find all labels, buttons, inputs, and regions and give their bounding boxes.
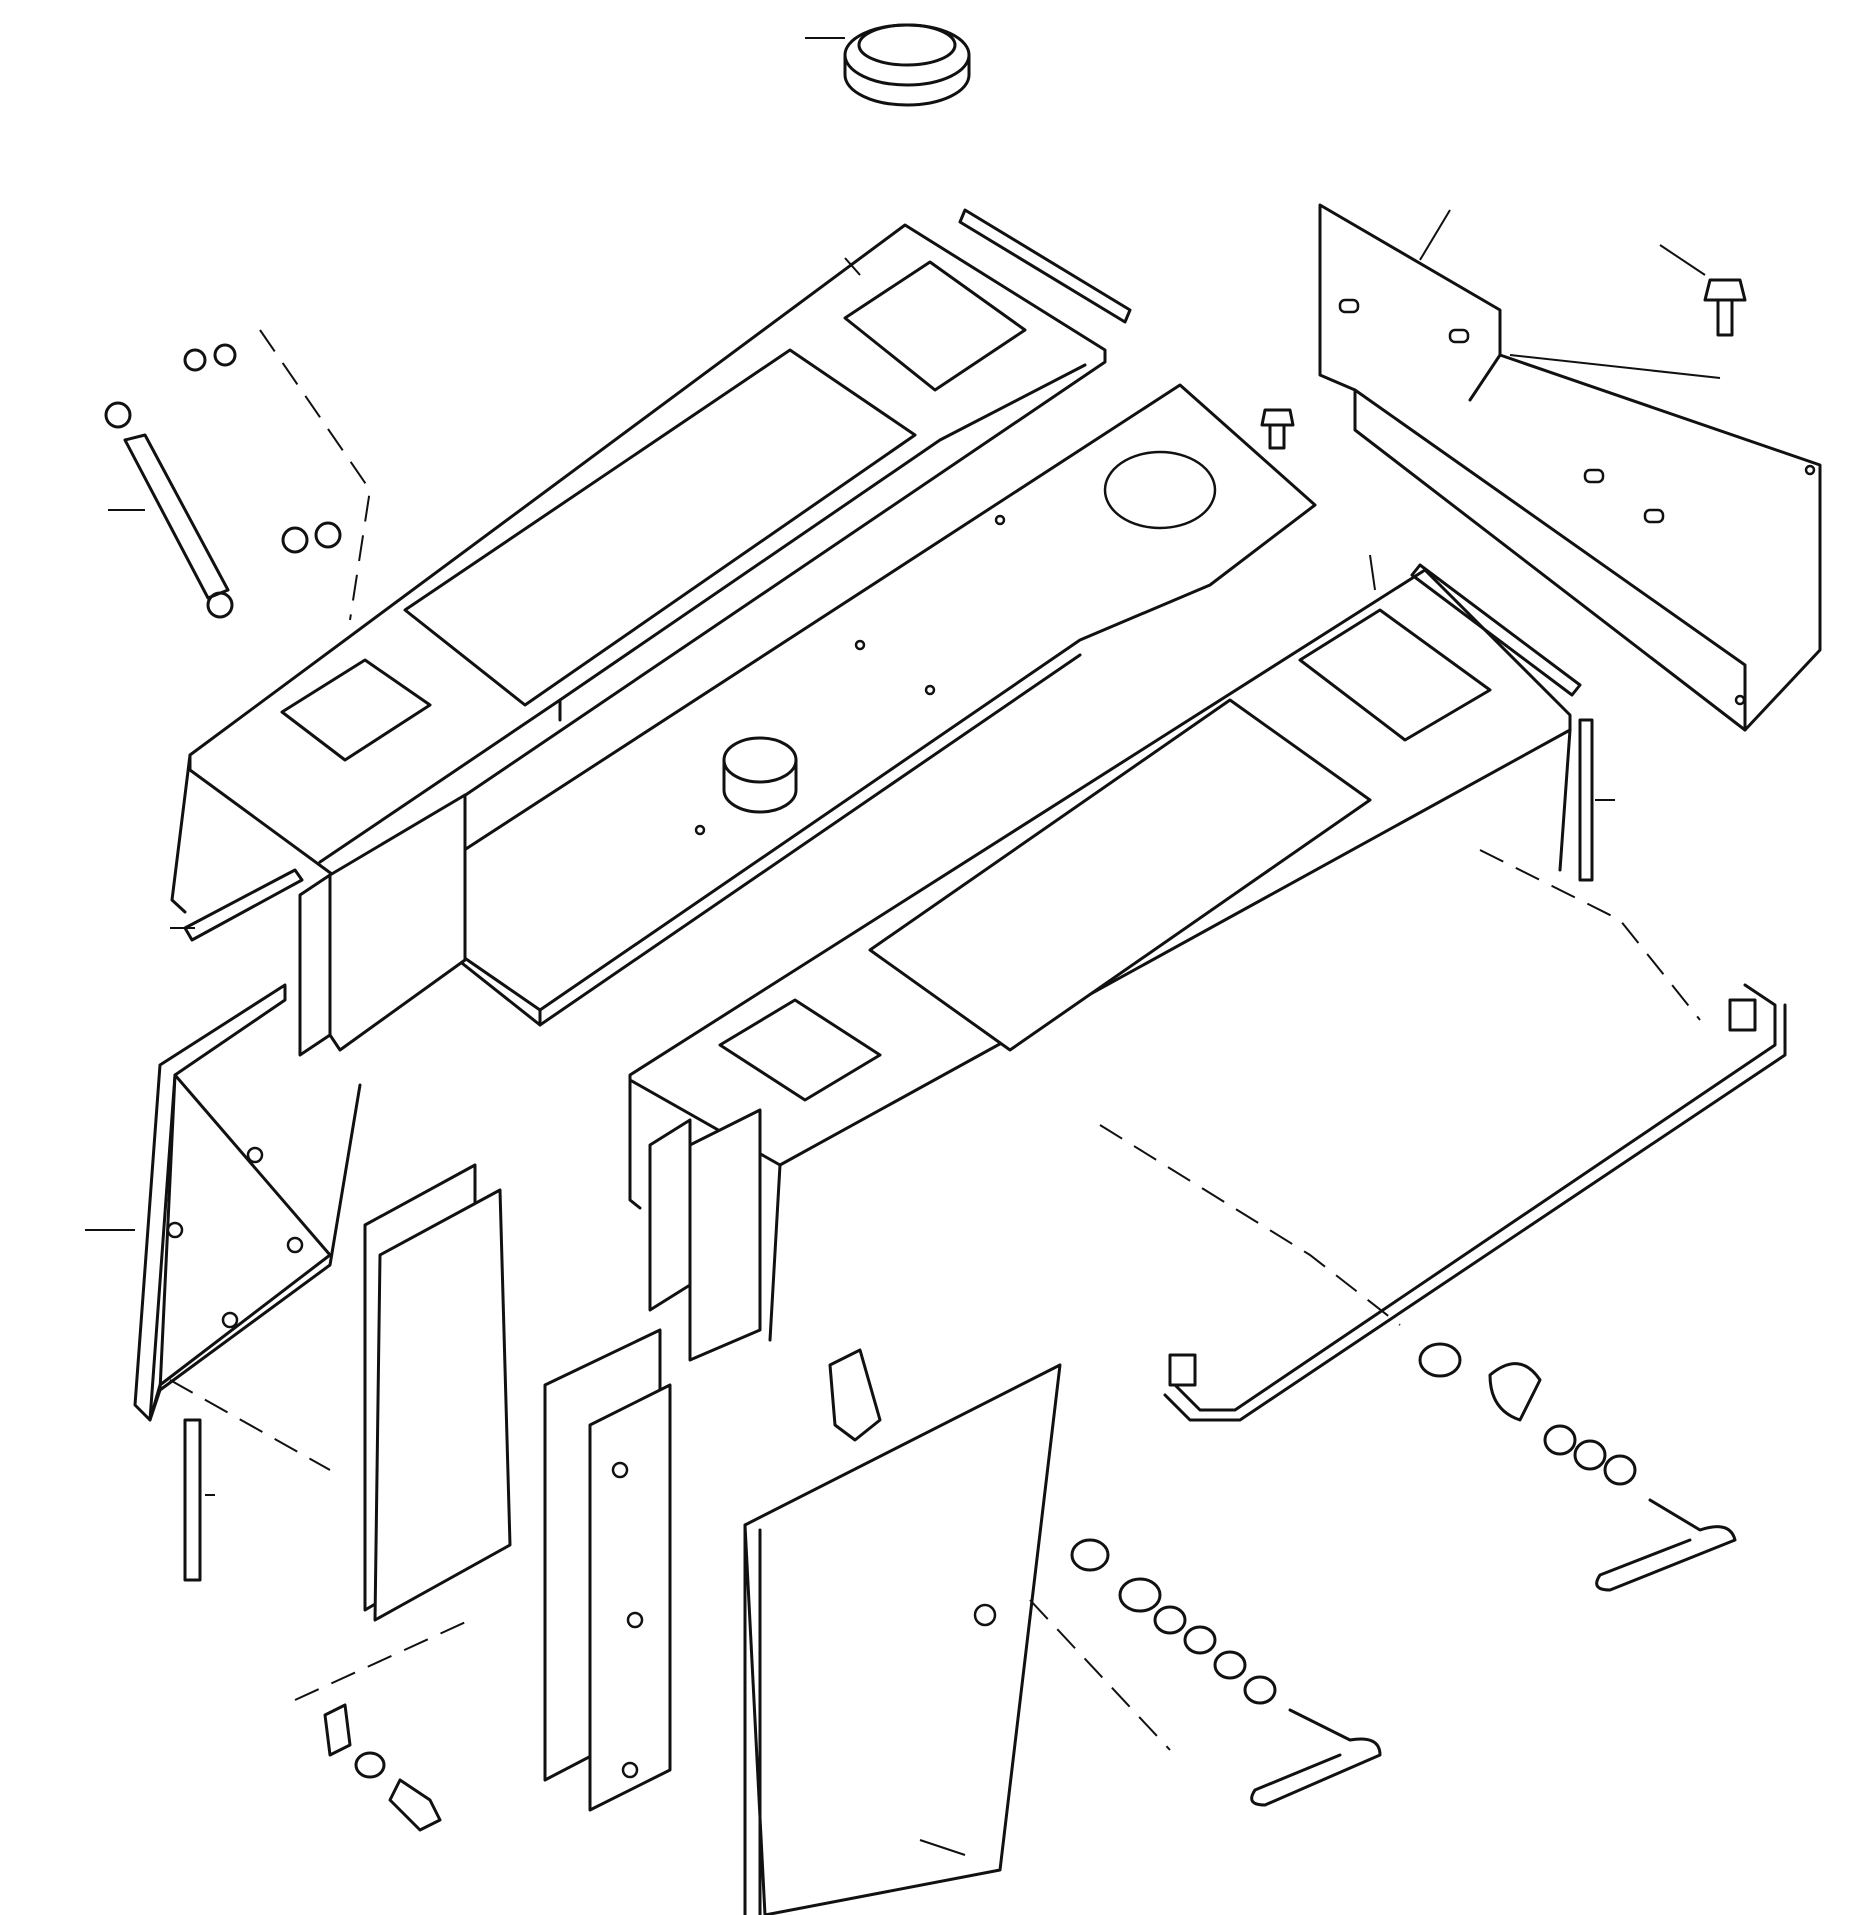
gas-strut	[104, 329, 372, 621]
insulation-panels	[298, 793, 762, 1812]
left-top-cover	[170, 223, 1107, 929]
handle-rod	[1163, 983, 1787, 1422]
split-ring	[805, 23, 971, 107]
seal-strip-top-right	[1410, 563, 1582, 697]
seal-strip-top	[958, 208, 1132, 324]
hardware-lower-left	[294, 1619, 471, 1832]
assembly-lines	[169, 849, 1701, 1751]
seal-strip-right	[1578, 718, 1615, 882]
latch-handle-right	[1418, 1342, 1737, 1592]
left-side-panel	[85, 983, 362, 1422]
right-bracket-plate	[1318, 203, 1822, 732]
center-cover-plate	[393, 383, 1317, 1027]
bolt-center	[1260, 408, 1295, 450]
seal-strip-lower-left	[183, 1418, 215, 1582]
bolt-top-right	[1659, 244, 1747, 337]
latch-handle-left	[1070, 1538, 1382, 1807]
front-door-panel	[743, 1363, 1062, 1915]
hinge-bracket	[828, 1348, 882, 1442]
seal-strip-left	[183, 868, 304, 942]
right-top-cover	[628, 554, 1572, 1342]
